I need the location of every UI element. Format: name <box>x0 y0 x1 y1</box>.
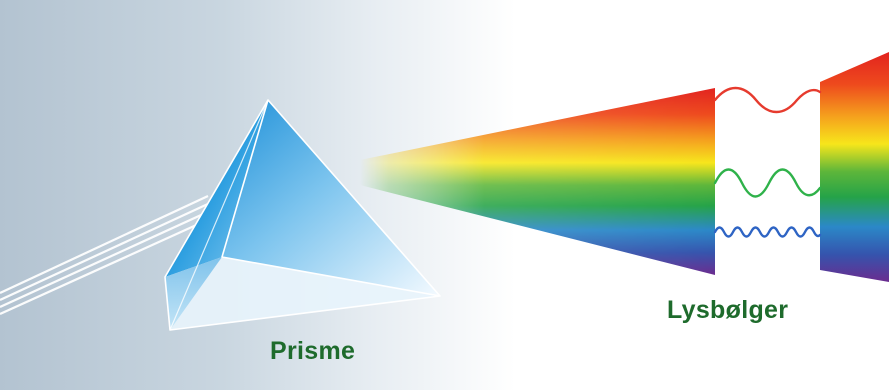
light-waves-label: Lysbølger <box>667 296 788 325</box>
prism-label: Prisme <box>270 337 355 366</box>
spectrum-beam-end <box>820 52 889 282</box>
